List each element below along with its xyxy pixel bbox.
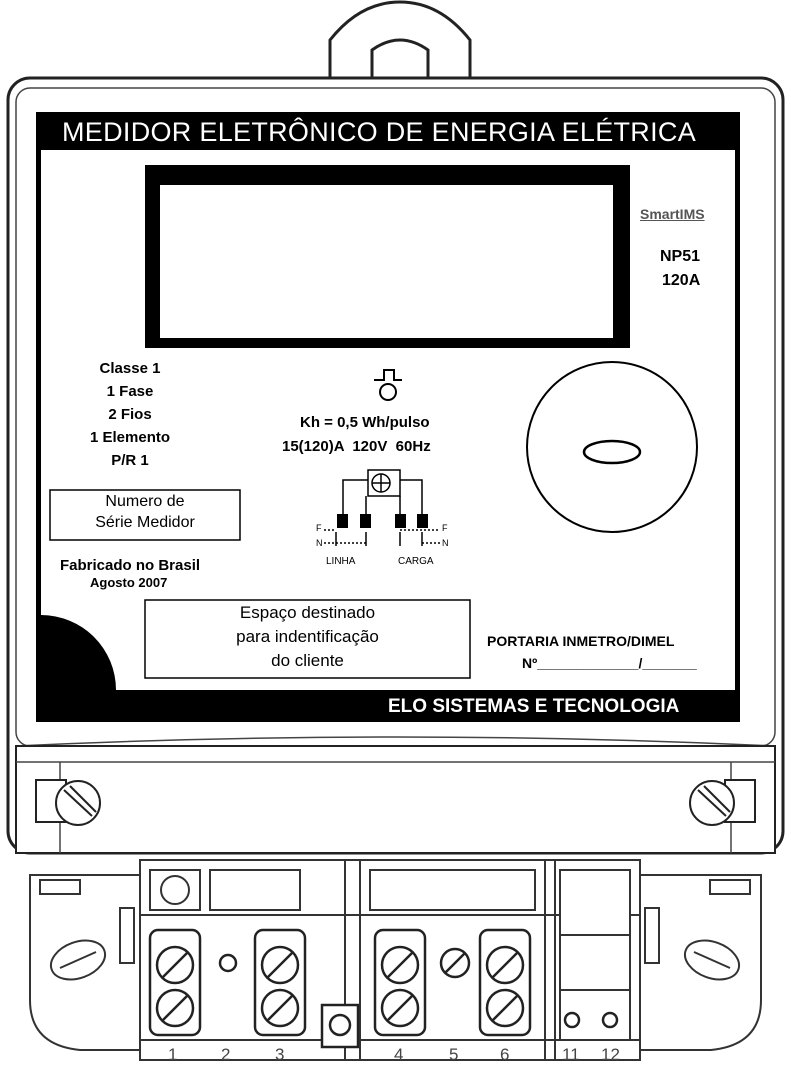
lower-casing	[15, 745, 776, 854]
brand-logo: SmartIMS	[640, 206, 705, 222]
seal-screw-right	[689, 779, 756, 826]
wiring-f-left: F	[316, 523, 322, 533]
terminal-label: 4	[394, 1045, 404, 1064]
electrical-rating: 15(120)A 120V 60Hz	[282, 438, 431, 455]
wiring-diagram	[324, 469, 440, 546]
portaria-title: PORTARIA INMETRO/DIMEL	[487, 633, 675, 649]
meter-title: MEDIDOR ELETRÔNICO DE ENERGIA ELÉTRICA	[62, 117, 697, 147]
pulse-constant: Kh = 0,5 Wh/pulso	[300, 414, 430, 431]
wiring-carga: CARGA	[398, 556, 434, 567]
mounting-hole-left	[49, 939, 107, 981]
manufacture-date: Agosto 2007	[90, 575, 168, 590]
spec-element: 1 Elemento	[89, 429, 171, 446]
corner-mark	[41, 615, 116, 690]
wiring-f-right: F	[442, 523, 448, 533]
spec-class: Classe 1	[99, 360, 161, 377]
serial-box-line2: Série Medidor	[95, 514, 195, 531]
wiring-n-left: N	[316, 538, 323, 548]
spec-phase: 1 Fase	[106, 383, 154, 400]
pulse-symbol-icon	[374, 369, 402, 381]
seal-screw-left	[35, 779, 101, 826]
mounting-hole-right	[683, 939, 741, 981]
optical-port-slot	[582, 439, 642, 465]
wiring-n-right: N	[442, 538, 449, 548]
terminal-block	[417, 514, 428, 528]
serial-box-line1: Numero de	[105, 493, 185, 510]
client-box-line1: Espaço destinado	[239, 603, 376, 622]
client-id-box	[144, 599, 471, 679]
terminal-block	[337, 514, 348, 528]
terminal-block	[395, 514, 406, 528]
client-box-line3: do cliente	[271, 651, 344, 670]
spec-wires: 2 Fios	[108, 406, 152, 423]
terminal-label: 2	[221, 1045, 231, 1064]
lcd-window	[160, 185, 613, 338]
model-number: NP51	[660, 248, 701, 265]
terminal-label: 5	[449, 1045, 459, 1064]
serial-box	[49, 489, 241, 541]
terminal-block	[360, 514, 371, 528]
max-current: 120A	[662, 272, 701, 289]
hook-hole	[370, 38, 430, 78]
client-box-line2: para indentificação	[236, 627, 379, 646]
pulse-led-icon	[379, 383, 397, 401]
terminal-label: 11	[562, 1045, 580, 1064]
terminal-label: 1	[168, 1045, 178, 1064]
terminal-screws	[148, 928, 619, 1049]
wiring-linha: LINHA	[326, 556, 356, 567]
cover-seam	[15, 736, 776, 747]
portaria-number: Nº_____________/_______	[522, 655, 697, 671]
made-in: Fabricado no Brasil	[60, 557, 201, 574]
spec-pr: P/R 1	[111, 452, 149, 469]
terminal-label: 6	[500, 1045, 510, 1064]
company-name: ELO SISTEMAS E TECNOLOGIA	[388, 696, 680, 717]
terminal-label: 3	[275, 1045, 285, 1064]
terminal-label: 12	[601, 1045, 620, 1064]
